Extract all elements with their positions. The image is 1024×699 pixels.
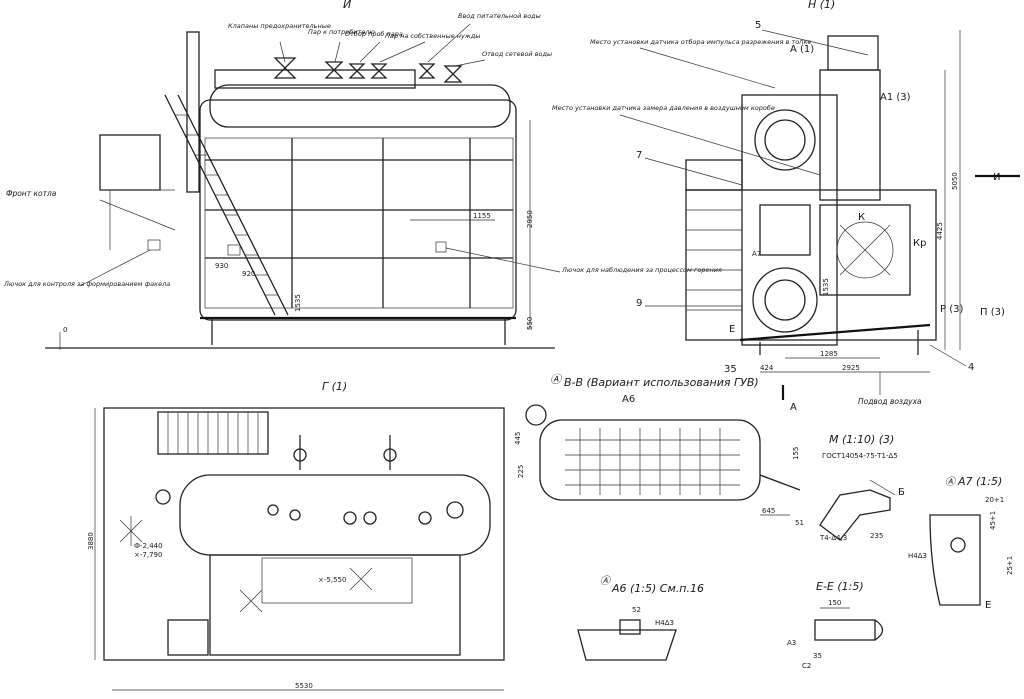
- a7-weld: Н4Δ3: [908, 552, 927, 560]
- detail-ee: Е-Е (1:5) 150 А3 35 С2: [787, 580, 884, 670]
- view-i-title: И: [343, 0, 351, 11]
- view-vv: Ⓐ В-В (Вариант использования ГУВ) А6 645…: [514, 373, 804, 527]
- a7-dim-45: 45+1: [989, 511, 997, 530]
- ee-150: 150: [828, 599, 841, 607]
- a7-dim-20: 20+1: [985, 496, 1004, 504]
- note-feedwater: Ввод питательной воды: [458, 12, 541, 20]
- view-i: И: [3, 0, 722, 350]
- dim-424: 424: [760, 364, 774, 372]
- note-front: Фронт котла: [6, 189, 57, 198]
- callout-7: 7: [636, 150, 642, 161]
- detail-a6-title: А6 (1:5) См.п.16: [611, 582, 704, 595]
- dim-1155: 1155: [473, 212, 491, 220]
- vv-ref: Ⓐ: [550, 373, 563, 386]
- detail-m: М (1:10) (3) ГОСТ14054-75-Т1-Δ5 Б 235 Т4…: [819, 433, 905, 542]
- view-g: Г (1): [87, 380, 505, 691]
- callout-9: 9: [636, 298, 642, 309]
- dim-1285: 1285: [820, 350, 838, 358]
- ee-c2: С2: [802, 662, 811, 670]
- mark-f2440: Ф-2,440: [134, 542, 163, 550]
- detail-m-235: 235: [870, 532, 883, 540]
- dim-920: 920: [242, 270, 255, 278]
- detail-a7-title: А7 (1:5): [957, 475, 1002, 488]
- callout-a1: А (1): [790, 44, 814, 55]
- dim-5530: 5530: [295, 682, 313, 690]
- note-blowdown: Отвод сетевой воды: [482, 50, 552, 58]
- callout-r3: Р (3): [940, 304, 963, 315]
- a7-e: Е: [985, 600, 991, 611]
- note-sensor-pressure: Место установки датчика замера давления …: [552, 104, 775, 112]
- detail-m-title: М (1:10) (3): [829, 433, 894, 446]
- note-steam-own: Пар на собственные нужды: [385, 32, 480, 40]
- note-air-supply: Подвод воздуха: [858, 397, 922, 406]
- detail-m-weld: Т4-Δ4,3: [819, 534, 847, 542]
- callout-a-bottom: А: [790, 402, 797, 413]
- ee-a3: А3: [787, 639, 796, 647]
- detail-a6: Ⓐ А6 (1:5) См.п.16 52 Н4Δ3: [577, 575, 704, 661]
- note-hatch-torch: Лючок для контроля за формированием факе…: [3, 280, 170, 288]
- view-n-title: Н (1): [808, 0, 835, 11]
- dim-1535-n: 1535: [822, 278, 830, 296]
- dim-2925: 2925: [842, 364, 860, 372]
- callout-p3: П (3): [980, 307, 1005, 318]
- dim-4425: 4425: [936, 222, 944, 240]
- dim-vv-225: 225: [517, 465, 525, 478]
- note-valves: Клапаны предохранительные: [228, 22, 331, 30]
- dim-1535-i: 1535: [294, 294, 302, 312]
- detail-m-spec: ГОСТ14054-75-Т1-Δ5: [822, 452, 898, 460]
- vv-a6-tag: А6: [622, 394, 635, 405]
- ee-35: 35: [813, 652, 822, 660]
- view-g-title: Г (1): [322, 380, 347, 393]
- dim-550: 550: [526, 317, 534, 330]
- detail-m-b: Б: [898, 487, 905, 498]
- label-zero: 0: [63, 326, 67, 334]
- a6-num: 52: [632, 606, 641, 614]
- dim-vv-155: 155: [792, 447, 800, 460]
- callout-4: 4: [968, 362, 974, 373]
- dim-5050: 5050: [951, 172, 959, 190]
- dim-vv-51: 51: [795, 519, 804, 527]
- dim-2950: 2950: [526, 210, 534, 228]
- mark-5550: ×-5,550: [318, 576, 346, 584]
- note-steam-consumer: Пар к потребителю: [308, 28, 375, 36]
- callout-i: И: [993, 172, 1000, 183]
- dim-3880: 3880: [87, 532, 95, 550]
- view-n: Н (1) 1285 2925 424 505: [552, 0, 1020, 413]
- dim-vv-445: 445: [514, 432, 522, 445]
- view-vv-title: В-В (Вариант использования ГУВ): [564, 376, 759, 389]
- a6-weld: Н4Δ3: [655, 619, 674, 627]
- a7-ref: Ⓐ: [945, 476, 957, 488]
- callout-a1s: А1 (3): [880, 92, 911, 103]
- mark-7790: ×-7,790: [134, 551, 162, 559]
- note-sensor-vacuum: Место установки датчика отбора импульса …: [590, 38, 811, 46]
- a7-dim-25: 25+1: [1006, 556, 1014, 575]
- dim-930: 930: [215, 262, 228, 270]
- detail-a7: Ⓐ А7 (1:5) 20+1 45+1 25+1 Н4Δ3 Е: [908, 475, 1014, 611]
- note-sample: Отбор проб пара: [345, 30, 403, 38]
- callout-k: К: [858, 212, 865, 223]
- note-hatch-process: Лючок для наблюдения за процессом горени…: [561, 266, 722, 274]
- detail-ee-title: Е-Е (1:5): [816, 580, 864, 593]
- callout-5: 5: [755, 20, 761, 31]
- callout-kp: Кр: [913, 238, 926, 249]
- callout-e: Е: [729, 324, 735, 335]
- callout-35: 35: [724, 364, 737, 375]
- a6-ref: Ⓐ: [600, 575, 612, 587]
- dim-vv-645: 645: [762, 507, 775, 515]
- callout-a7: А7: [752, 250, 761, 258]
